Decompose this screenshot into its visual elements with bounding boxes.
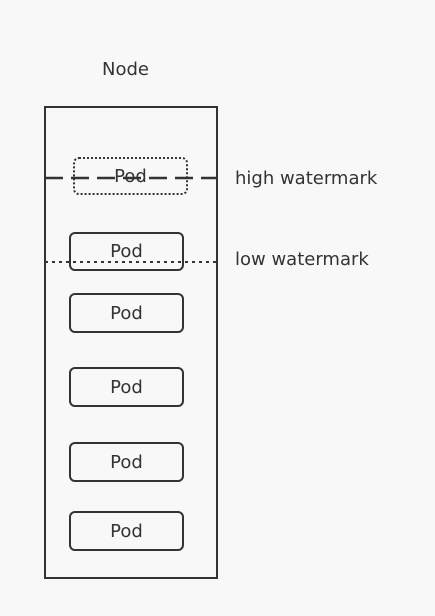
node-title: Node (102, 59, 149, 80)
node-box (44, 106, 218, 579)
pod-box-evictable: Pod (73, 157, 188, 195)
pod-label: Pod (114, 165, 147, 187)
pod-label: Pod (110, 451, 143, 473)
pod-box: Pod (69, 442, 184, 482)
high-watermark-label: high watermark (235, 168, 378, 189)
pod-label: Pod (110, 520, 143, 542)
low-watermark-label: low watermark (235, 249, 369, 270)
pod-label: Pod (110, 302, 143, 324)
pod-label: Pod (110, 241, 143, 262)
pod-box: Pod (69, 293, 184, 333)
pod-box: Pod (69, 367, 184, 407)
pod-box: Pod (69, 232, 184, 271)
pod-box: Pod (69, 511, 184, 551)
pod-label: Pod (110, 376, 143, 398)
